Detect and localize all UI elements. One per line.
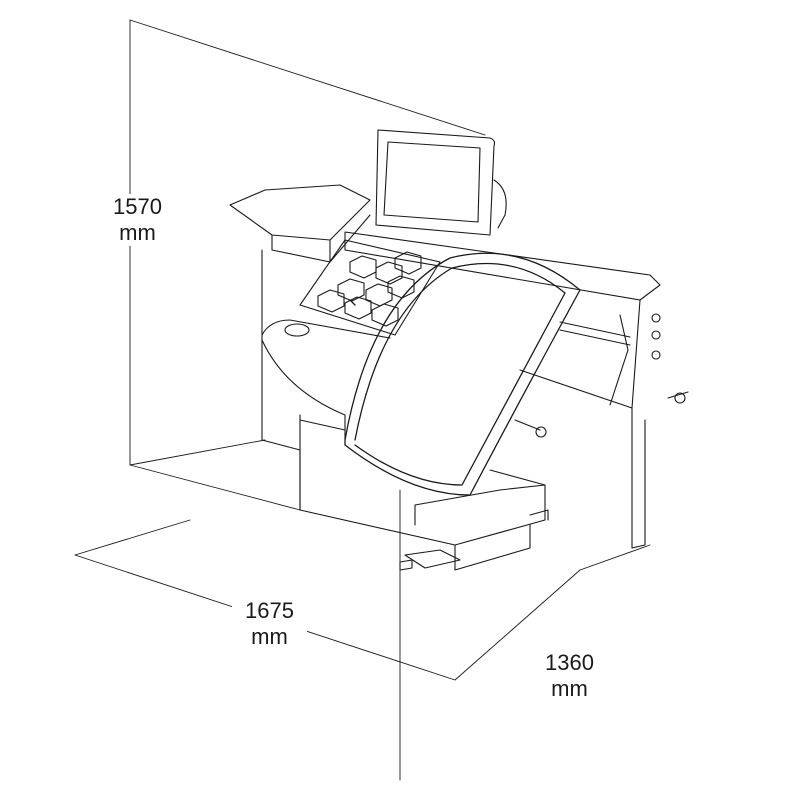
depth-unit: mm — [551, 676, 588, 701]
foot-pedal — [399, 549, 461, 571]
balancer-body — [261, 249, 646, 571]
depth-dimension-label: 1360 mm — [532, 650, 607, 702]
weight-tray — [229, 184, 441, 441]
height-dimension-label: 1570 mm — [100, 194, 175, 246]
wheel-guard-hood — [344, 252, 581, 496]
depth-value: 1360 — [545, 650, 594, 675]
height-value: 1570 — [113, 194, 162, 219]
width-value: 1675 — [245, 598, 294, 623]
width-dimension-label: 1675 mm — [232, 598, 307, 650]
height-unit: mm — [119, 220, 156, 245]
control-panel-frame — [344, 231, 689, 438]
width-unit: mm — [251, 624, 288, 649]
monitor-icon — [375, 129, 507, 236]
